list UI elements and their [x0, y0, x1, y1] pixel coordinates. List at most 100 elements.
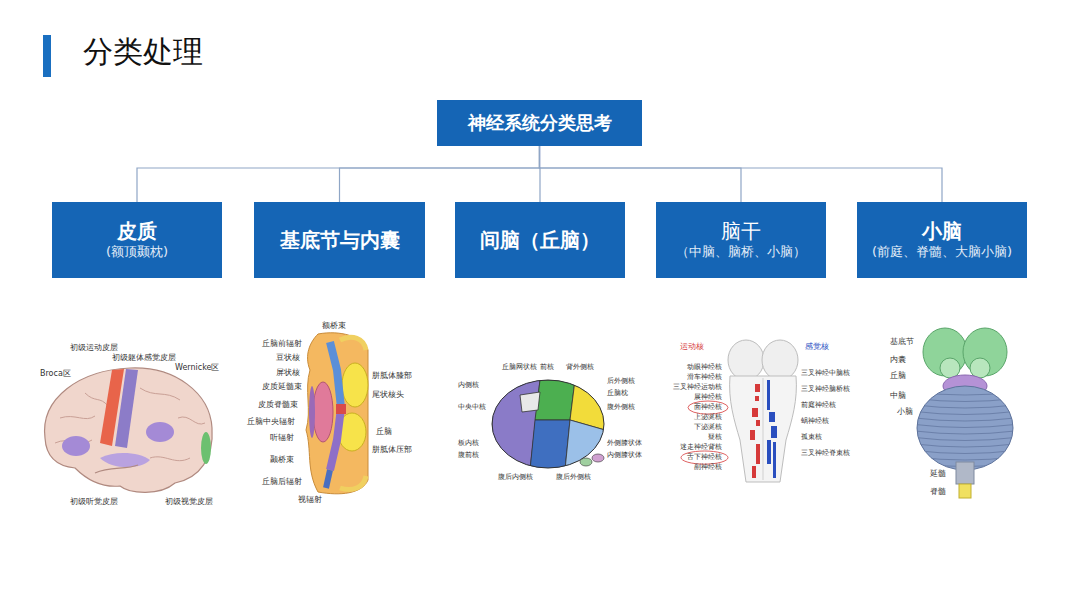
tree-connector — [340, 146, 540, 202]
folia-line — [915, 457, 1015, 460]
box-subtitle: （中脑、脑桥、小脑） — [676, 244, 806, 260]
part-label: 后外侧核 — [607, 378, 635, 385]
part-label: 孤束核 — [801, 434, 822, 441]
folia-line — [915, 425, 1015, 428]
part-label: 视辐射 — [298, 496, 322, 505]
part-label: Broca区 — [40, 370, 71, 379]
folia-line — [915, 438, 1015, 441]
category-box: 基底节与内囊 — [254, 202, 425, 278]
part-label: 动眼神经核 — [687, 364, 722, 371]
box-title: 神经系统分类思考 — [468, 112, 612, 135]
part-label: 感觉核 — [805, 343, 829, 352]
part-label: 初级躯体感觉皮层 — [112, 354, 176, 363]
folia-line — [915, 399, 1015, 402]
part-label: 面神经核 — [694, 404, 722, 411]
part-label: 豆状核 — [276, 354, 300, 363]
part-label: 胼胝体膝部 — [372, 372, 412, 381]
part-label: 初级视觉皮层 — [165, 498, 213, 507]
part-label: 小脑 — [897, 408, 913, 416]
folia-line — [915, 418, 1015, 421]
folia-line — [915, 444, 1015, 447]
part-label: 蜗神经核 — [801, 418, 829, 425]
folia-line — [915, 451, 1015, 454]
part-label: 滑车神经核 — [687, 374, 722, 381]
part-label: 初级听觉皮层 — [70, 498, 118, 507]
part-label: 展神经核 — [694, 394, 722, 401]
box-subtitle: (前庭、脊髓、大脑小脑) — [872, 244, 1012, 260]
thalamus-figure — [492, 380, 605, 470]
part-label: 丘脑网状核 — [502, 364, 537, 371]
folia-line — [915, 412, 1015, 415]
box-subtitle: (额顶颞枕) — [106, 244, 168, 260]
part-label: 听辐射 — [270, 434, 294, 443]
tree-connector — [540, 146, 742, 202]
part-label: 皮质延髓束 — [262, 383, 302, 392]
tree-connector — [137, 146, 540, 202]
folia-line — [915, 405, 1015, 408]
box-title: 基底节与内囊 — [280, 228, 400, 253]
part-label: 三叉神经脑桥核 — [801, 386, 850, 393]
part-label: 初级运动皮层 — [70, 344, 118, 353]
part-label: 丘脑 — [376, 428, 392, 437]
highlight-ring — [681, 451, 728, 464]
part-label: 背外侧核 — [566, 364, 594, 371]
tree-connector — [540, 146, 943, 202]
category-box: 间脑（丘脑） — [455, 202, 625, 278]
part-label: 运动核 — [680, 343, 704, 352]
part-label: 下泌涎核 — [694, 424, 722, 431]
box-title: 间脑（丘脑） — [480, 228, 600, 253]
category-box: 小脑(前庭、脊髓、大脑小脑) — [857, 202, 1027, 278]
part-label: 额桥束 — [322, 322, 346, 331]
part-label: 三叉神经中脑核 — [801, 370, 850, 377]
title-bar — [43, 35, 51, 77]
cerebellum-figure — [915, 328, 1015, 498]
capsule-figure — [306, 333, 368, 494]
root-box: 神经系统分类思考 — [437, 100, 642, 146]
part-label: 中央中核 — [458, 404, 486, 411]
part-label: 内侧核 — [458, 382, 479, 389]
part-label: Wernicke区 — [175, 364, 219, 373]
box-title: 皮质 — [117, 219, 157, 244]
part-label: 胼胝体压部 — [372, 446, 412, 455]
part-label: 疑核 — [708, 434, 722, 441]
part-label: 皮质脊髓束 — [258, 401, 298, 410]
category-box: 皮质(额顶颞枕) — [52, 202, 222, 278]
cortex-figure — [45, 368, 213, 492]
slide-title: 分类处理 — [83, 34, 203, 70]
part-label: 腹后内侧核 — [498, 474, 533, 481]
part-label: 中脑 — [890, 392, 906, 400]
part-label: 前核 — [540, 364, 554, 371]
box-title: 小脑 — [922, 219, 962, 244]
part-label: 腹后外侧核 — [556, 474, 591, 481]
part-label: 内囊 — [890, 356, 906, 364]
part-label: 板内核 — [458, 440, 479, 447]
highlight-ring — [688, 401, 728, 414]
part-label: 屏状核 — [276, 369, 300, 378]
part-label: 三叉神经脊束核 — [801, 450, 850, 457]
box-title: 脑干 — [721, 219, 761, 244]
category-box: 脑干（中脑、脑桥、小脑） — [656, 202, 826, 278]
part-label: 丘脑前辐射 — [262, 340, 302, 349]
brainstem-figure — [728, 340, 798, 482]
part-label: 三叉神经运动核 — [673, 384, 722, 391]
part-label: 副神经核 — [694, 464, 722, 471]
part-label: 丘脑枕 — [607, 390, 628, 397]
part-label: 腹外侧核 — [607, 404, 635, 411]
folia-line — [915, 431, 1015, 434]
part-label: 前庭神经核 — [801, 402, 836, 409]
part-label: 丘脑 — [890, 372, 906, 380]
part-label: 颞桥束 — [270, 456, 294, 465]
part-label: 腹前核 — [458, 452, 479, 459]
part-label: 外侧膝状体 — [607, 440, 642, 447]
part-label: 尾状核头 — [372, 391, 404, 400]
folia-line — [915, 392, 1015, 395]
part-label: 舌下神经核 — [687, 454, 722, 461]
part-label: 上泌涎核 — [694, 414, 722, 421]
part-label: 延髓 — [930, 470, 946, 478]
part-label: 丘脑后辐射 — [262, 478, 302, 487]
part-label: 基底节 — [890, 338, 914, 346]
part-label: 丘脑中央辐射 — [247, 418, 295, 427]
part-label: 内侧膝状体 — [607, 452, 642, 459]
